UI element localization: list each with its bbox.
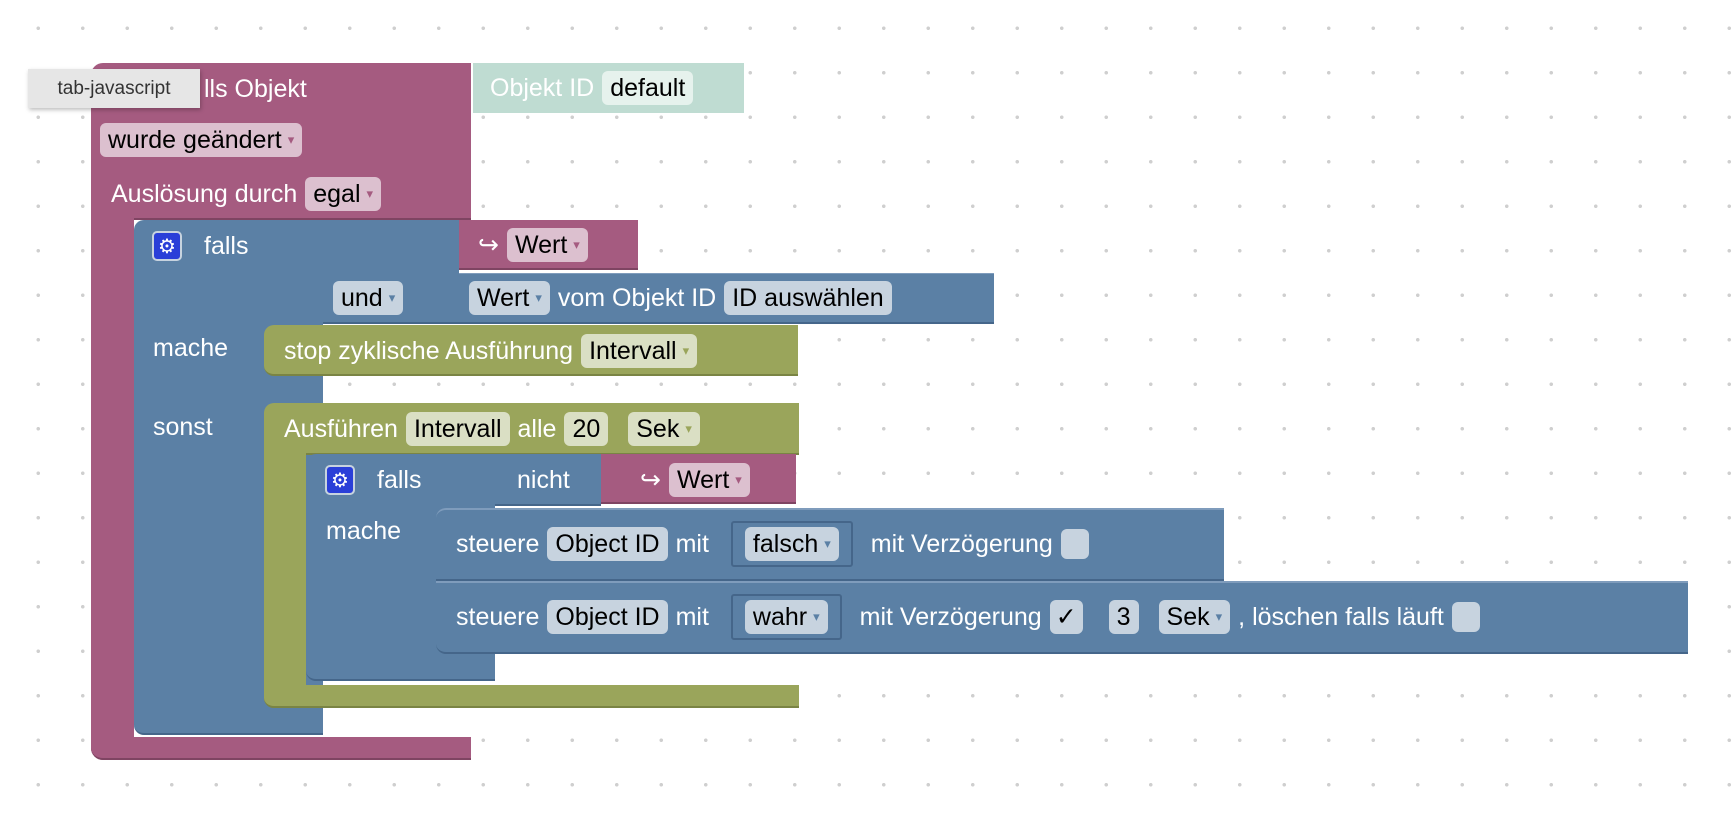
delay-unit-dropdown[interactable]: Sek ▾ xyxy=(1158,600,1231,634)
gear-icon[interactable]: ⚙ xyxy=(325,465,355,495)
trigger-block-spine xyxy=(91,210,134,760)
dropdown-icon: ▾ xyxy=(685,421,692,436)
bool-dropdown-2[interactable]: wahr ▾ xyxy=(744,600,828,634)
trigger-title: lls Objekt xyxy=(204,74,307,103)
run-interval-spine xyxy=(264,450,306,708)
delay-field[interactable]: 3 xyxy=(1108,600,1139,634)
delay-label-2: mit Verzögerung xyxy=(859,602,1042,631)
if2-label: falls xyxy=(377,465,422,494)
from-object-label: vom Objekt ID xyxy=(557,283,717,312)
with-label-1: mit xyxy=(675,529,709,558)
stop-interval-block[interactable] xyxy=(264,325,798,376)
value2-text: Wert xyxy=(477,283,530,312)
bool-block-1[interactable]: falsch ▾ xyxy=(730,521,853,567)
object-id-field-2[interactable]: Object ID xyxy=(547,600,668,634)
not-block[interactable] xyxy=(495,454,601,506)
interval-field[interactable]: 20 xyxy=(564,412,609,446)
set-label-2: steuere xyxy=(456,602,540,631)
tooltip: tab-javascript xyxy=(28,69,200,108)
event-dropdown[interactable]: wurde geändert ▾ xyxy=(100,123,303,157)
select-id-field[interactable]: ID auswählen xyxy=(724,281,892,315)
else-label: sonst xyxy=(153,412,213,441)
object-id-field-1[interactable]: Object ID xyxy=(547,527,668,561)
dropdown-icon: ▾ xyxy=(682,343,690,358)
trigger-block-bottom xyxy=(91,737,471,760)
delay-checkbox-2[interactable]: ✓ xyxy=(1049,600,1083,634)
delay-unit-text: Sek xyxy=(1166,602,1210,631)
gear-icon[interactable]: ⚙ xyxy=(152,231,182,261)
object-id-field[interactable]: default xyxy=(602,71,694,105)
stop-interval-dropdown[interactable]: Intervall ▾ xyxy=(581,334,698,368)
value-dropdown[interactable]: Wert ▾ xyxy=(506,228,588,262)
unit-dropdown[interactable]: Sek ▾ xyxy=(628,412,700,446)
clear-label: , löschen falls läuft xyxy=(1238,602,1444,631)
value-text: Wert xyxy=(514,230,568,259)
dropdown-icon: ▾ xyxy=(824,536,831,551)
bool-dropdown-1[interactable]: falsch ▾ xyxy=(744,527,839,561)
object-id-label: Objekt ID xyxy=(490,73,595,102)
dropdown-icon: ▾ xyxy=(1215,609,1223,624)
and-text: und xyxy=(341,283,383,312)
trigger-by-value: egal xyxy=(313,179,361,208)
bool-block-2[interactable]: wahr ▾ xyxy=(730,594,842,640)
event-value: wurde geändert xyxy=(108,125,282,154)
clear-checkbox[interactable] xyxy=(1451,602,1480,632)
run-name-field[interactable]: Intervall xyxy=(405,412,510,446)
value-text-2: Wert xyxy=(676,465,730,494)
bool-value-2: wahr xyxy=(752,602,808,631)
dropdown-icon: ▾ xyxy=(287,132,295,147)
return-icon: ↪ xyxy=(478,231,499,259)
trigger-by-label: Auslösung durch xyxy=(111,179,298,208)
delay-checkbox-1[interactable] xyxy=(1060,529,1089,559)
if-label: falls xyxy=(204,231,249,260)
every-label: alle xyxy=(517,414,557,443)
run-label: Ausführen xyxy=(284,414,398,443)
do-label-2: mache xyxy=(326,516,402,545)
set-label-1: steuere xyxy=(456,529,540,558)
with-label-2: mit xyxy=(675,602,709,631)
unit-text: Sek xyxy=(636,414,680,443)
value-dropdown-2[interactable]: Wert ▾ xyxy=(668,463,750,497)
and-dropdown[interactable]: und ▾ xyxy=(333,281,404,315)
dropdown-icon: ▾ xyxy=(573,237,580,252)
bool-value-1: falsch xyxy=(752,529,819,558)
stop-label: stop zyklische Ausführung xyxy=(284,336,574,365)
dropdown-icon: ▾ xyxy=(535,290,542,305)
dropdown-icon: ▾ xyxy=(366,186,374,201)
not-label: nicht xyxy=(517,465,570,494)
dropdown-icon: ▾ xyxy=(813,609,820,624)
dropdown-icon: ▾ xyxy=(388,290,396,305)
delay-label-1: mit Verzögerung xyxy=(870,529,1053,558)
do-label: mache xyxy=(153,333,229,362)
return-icon: ↪ xyxy=(640,466,661,494)
trigger-by-dropdown[interactable]: egal ▾ xyxy=(305,177,382,211)
run-interval-bottom xyxy=(264,685,799,708)
value2-dropdown[interactable]: Wert ▾ xyxy=(469,281,550,315)
stop-interval-name: Intervall xyxy=(589,336,677,365)
dropdown-icon: ▾ xyxy=(735,472,742,487)
